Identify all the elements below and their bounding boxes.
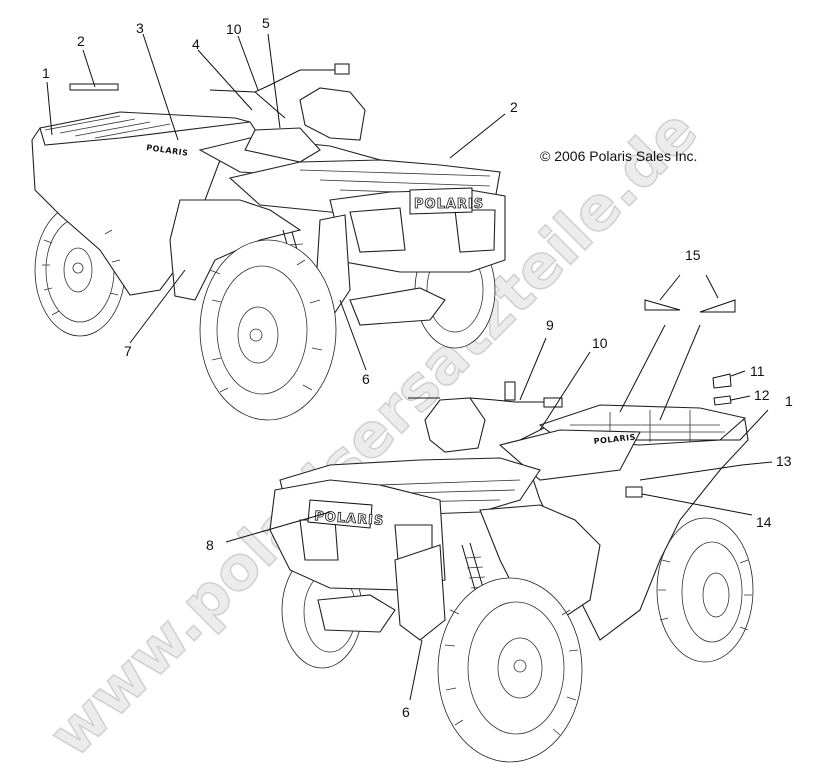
callout-10: 10 xyxy=(226,21,242,37)
decal-12 xyxy=(713,395,732,406)
callout-2: 2 xyxy=(77,33,85,49)
callout-1-bottom: 1 xyxy=(785,393,793,409)
copyright-notice: © 2006 Polaris Sales Inc. xyxy=(540,148,697,164)
atv-bottom-side-logo: POLARIS xyxy=(593,433,636,446)
callout-7: 7 xyxy=(124,343,132,359)
callout-9: 9 xyxy=(546,317,554,333)
decal-15-left xyxy=(644,299,681,311)
callout-13: 13 xyxy=(776,453,792,469)
callout-3: 3 xyxy=(136,20,144,36)
atv-bottom-front-near-tire xyxy=(437,577,583,763)
callout-6: 6 xyxy=(362,371,370,387)
callout-4: 4 xyxy=(192,36,200,52)
atv-bottom-rear-tire xyxy=(656,517,754,663)
leader-lines xyxy=(46,33,773,701)
atv-bottom-illustration: POLARIS POLARIS xyxy=(269,381,754,763)
callout-12: 12 xyxy=(754,387,770,403)
atv-top-illustration: POLARIS POLARIS xyxy=(31,63,506,421)
decal-14 xyxy=(625,486,643,498)
callout-1: 1 xyxy=(42,65,50,81)
callout-10-bottom: 10 xyxy=(592,335,608,351)
callout-11: 11 xyxy=(750,363,765,379)
atv-bottom-front-logo: POLARIS xyxy=(314,509,385,529)
callout-2-right: 2 xyxy=(510,99,518,115)
atv-top-front-near-tire xyxy=(199,239,337,421)
atv-top-front-logo: POLARIS xyxy=(414,197,484,212)
callout-14: 14 xyxy=(756,514,772,530)
decal-15-right xyxy=(699,299,736,313)
callout-5: 5 xyxy=(262,15,270,31)
callout-8: 8 xyxy=(206,537,214,553)
callout-6-bottom: 6 xyxy=(402,704,410,720)
callouts-bottom: 15 9 10 11 12 1 13 14 8 6 xyxy=(206,247,793,720)
callout-15: 15 xyxy=(685,247,701,263)
callouts-top: 1 2 3 4 10 5 2 7 6 xyxy=(42,15,518,387)
decal-11 xyxy=(712,373,732,389)
